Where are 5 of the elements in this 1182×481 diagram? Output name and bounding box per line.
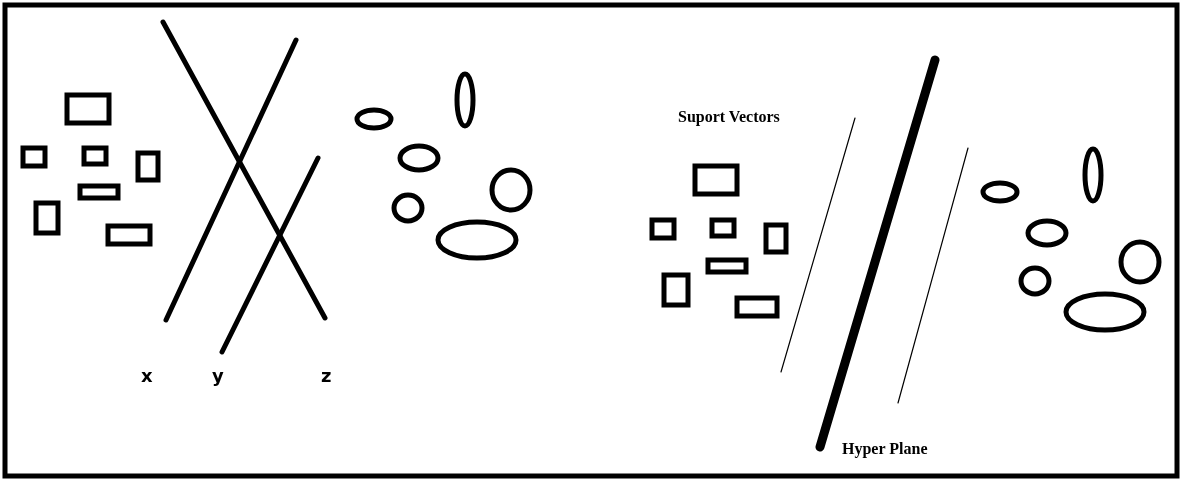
annotation-text: Hyper Plane — [842, 440, 928, 458]
axis-letter: z — [321, 365, 332, 386]
annotation-text: Suport Vectors — [678, 108, 780, 126]
axis-letter: x — [141, 365, 153, 386]
axis-letter: y — [212, 365, 224, 386]
